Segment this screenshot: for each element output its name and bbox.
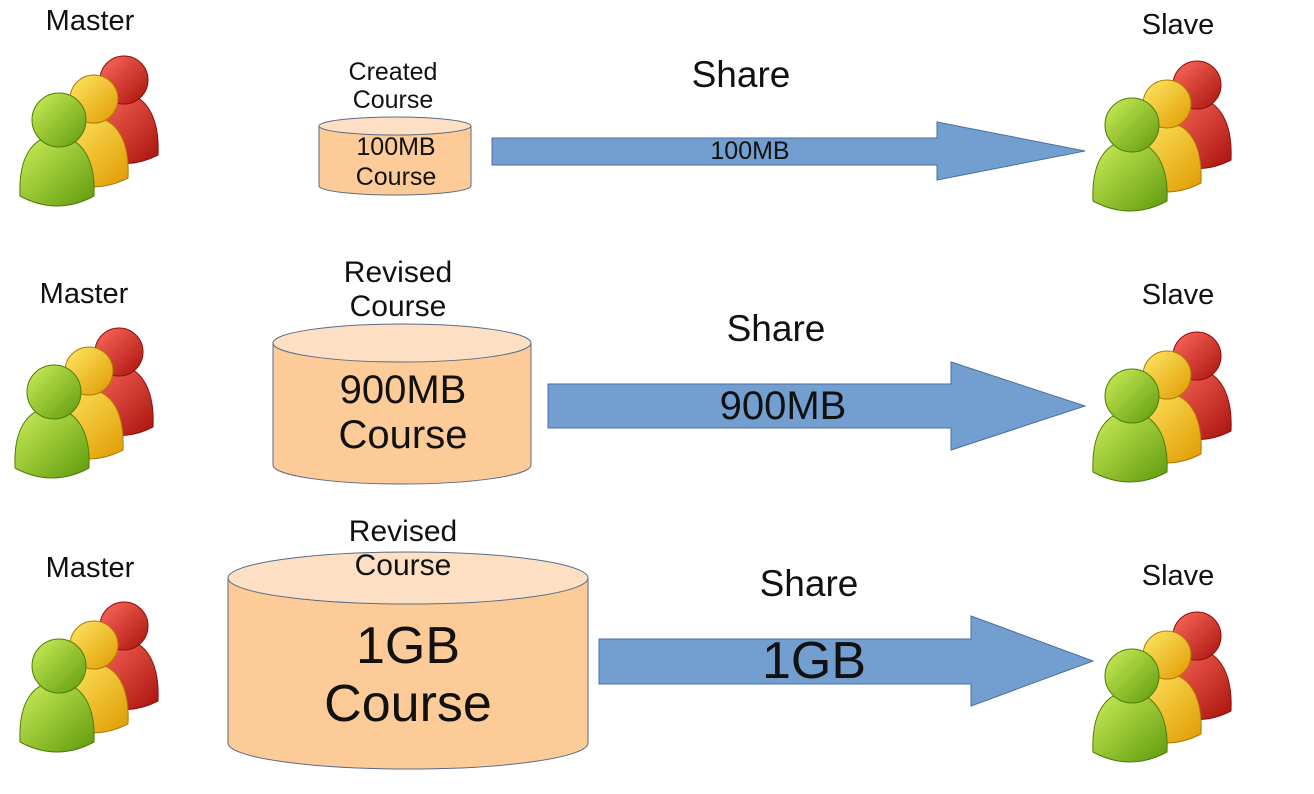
share-label: Share bbox=[691, 54, 791, 95]
master-label: Master bbox=[39, 278, 129, 310]
master-users-icon bbox=[19, 601, 159, 753]
course-size-label: 900MB Course bbox=[338, 368, 468, 457]
course-caption: Created Course bbox=[348, 58, 438, 114]
course-cylinder bbox=[318, 116, 472, 196]
share-arrow bbox=[598, 615, 1095, 707]
master-label: Master bbox=[45, 552, 135, 584]
share-label: Share bbox=[726, 308, 826, 349]
master-users-icon bbox=[14, 327, 154, 479]
share-arrow bbox=[491, 121, 1086, 181]
course-caption: Revised Course bbox=[343, 256, 453, 323]
slave-label: Slave bbox=[1141, 279, 1215, 311]
master-users-icon bbox=[19, 55, 159, 207]
course-caption: Revised Course bbox=[348, 515, 458, 582]
course-cylinder bbox=[272, 323, 532, 485]
course-size-label: 1GB Course bbox=[324, 617, 492, 734]
share-arrow bbox=[547, 361, 1087, 451]
course-size-label: 100MB Course bbox=[355, 133, 437, 191]
arrow-size-label: 100MB bbox=[710, 137, 790, 165]
master-label: Master bbox=[45, 5, 135, 37]
arrow-size-label: 1GB bbox=[761, 632, 867, 690]
slave-users-icon bbox=[1092, 331, 1232, 483]
course-cylinder bbox=[227, 551, 589, 770]
slave-users-icon bbox=[1092, 60, 1232, 212]
slave-label: Slave bbox=[1141, 560, 1215, 592]
arrow-size-label: 900MB bbox=[719, 384, 847, 428]
share-label: Share bbox=[759, 563, 859, 604]
slave-label: Slave bbox=[1141, 9, 1215, 41]
slave-users-icon bbox=[1092, 611, 1232, 763]
